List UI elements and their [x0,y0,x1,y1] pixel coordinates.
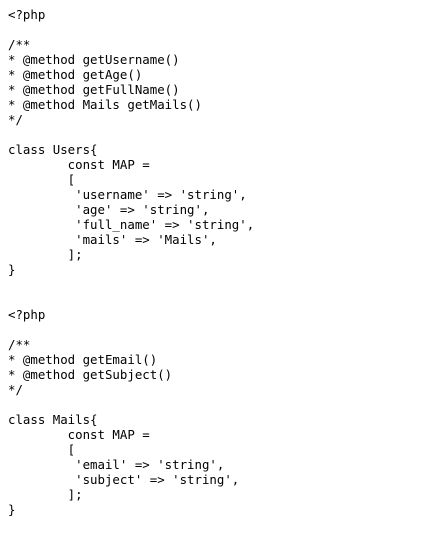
docblock-open: /** [8,37,31,52]
class-close: } [8,262,16,277]
const-declaration: const MAP = [8,157,150,172]
php-open-tag: <?php [8,307,46,322]
blank-line [8,322,420,337]
array-entry: 'email' => 'string', [8,457,225,472]
docblock-method-line: * @method getUsername() [8,52,180,67]
docblock-open: /** [8,337,31,352]
array-entry: 'subject' => 'string', [8,472,240,487]
blank-line [8,22,420,37]
blank-line [8,127,420,142]
docblock-method-line: * @method getEmail() [8,352,158,367]
array-close: ]; [8,487,83,502]
blank-line [8,292,420,307]
php-open-tag: <?php [8,7,46,22]
docblock-close: */ [8,112,23,127]
array-open: [ [8,172,76,187]
array-open: [ [8,442,76,457]
class-declaration: class Users{ [8,142,98,157]
docblock-method-line: * @method getFullName() [8,82,180,97]
blank-line [8,397,420,412]
array-entry: 'full_name' => 'string', [8,217,255,232]
class-declaration: class Mails{ [8,412,98,427]
array-close: ]; [8,247,83,262]
docblock-method-line: * @method getSubject() [8,367,173,382]
array-entry: 'age' => 'string', [8,202,210,217]
docblock-method-line: * @method Mails getMails() [8,97,202,112]
array-entry: 'mails' => 'Mails', [8,232,217,247]
class-close: } [8,502,16,517]
docblock-close: */ [8,382,23,397]
code-document: <?php /** * @method getUsername() * @met… [8,7,420,517]
array-entry: 'username' => 'string', [8,187,247,202]
const-declaration: const MAP = [8,427,150,442]
docblock-method-line: * @method getAge() [8,67,143,82]
blank-line [8,277,420,292]
